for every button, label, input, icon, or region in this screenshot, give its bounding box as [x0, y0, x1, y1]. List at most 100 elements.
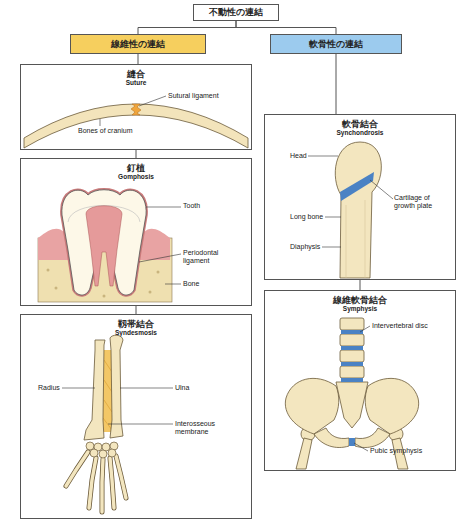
tree-connector [360, 280, 361, 290]
leader-line [165, 284, 181, 285]
carpal-bone [99, 450, 107, 458]
callout-label: Sutural ligament [168, 92, 238, 100]
periodontal-ligament [62, 190, 146, 295]
leader-line [354, 443, 368, 451]
finger-bone-outline [102, 459, 103, 512]
category-box: 線維性の連結 [70, 34, 206, 54]
node-heading: 靱帯結合 [21, 319, 251, 329]
node-heading: 釘植 [21, 163, 251, 173]
finger-bone-outline [66, 452, 88, 486]
tree-connector [236, 21, 336, 34]
node-heading: 縫合 [21, 69, 251, 79]
bone-cortex-line [346, 205, 347, 278]
pubic-symphysis-disc [349, 438, 355, 446]
leader-line [146, 207, 181, 208]
callout-label: Radius [38, 384, 68, 392]
category-box: 不動性の連結 [193, 4, 279, 21]
node-heading: 軟骨結合 [265, 119, 455, 129]
ilium [365, 378, 418, 434]
node-heading: 線維軟骨結合 [265, 295, 455, 305]
node-heading: 不動性の連結 [209, 6, 263, 19]
tree-connector [336, 54, 337, 114]
leader-line [308, 156, 338, 157]
carpal-bone [90, 449, 98, 457]
tooth [62, 190, 146, 295]
node-heading: 軟骨性の連結 [309, 38, 363, 51]
leader-line [108, 424, 173, 425]
bone-cortex-line [365, 200, 366, 278]
carpal-bone [86, 442, 94, 450]
finger-bone [102, 459, 103, 512]
callout-label: Interosseous membrane [175, 420, 233, 436]
node-subheading: Suture [21, 79, 251, 87]
leader-line [100, 119, 101, 126]
bone-dot [47, 269, 50, 272]
leader-line [139, 254, 181, 262]
tree-connector [138, 21, 236, 34]
leader-line [360, 326, 370, 332]
vertebra [340, 334, 364, 346]
intervertebral-disc [341, 330, 363, 334]
leader-line [370, 180, 393, 199]
finger-bone-outline [116, 456, 126, 498]
femur-shaft [296, 438, 312, 469]
node-subheading: Syndesmosis [21, 329, 251, 337]
callout-label: Periodontal ligament [183, 249, 235, 265]
callout-label: Diaphysis [290, 243, 330, 251]
bone-dot [157, 271, 160, 274]
callout-label: Head [290, 152, 320, 160]
callout-label: Ulna [175, 384, 205, 392]
callout-label: Cartilage of growth plate [394, 194, 450, 210]
intervertebral-disc [341, 362, 363, 366]
tree-connector [136, 150, 137, 158]
pubic-bone [355, 428, 390, 448]
callout-label: Intervertebral disc [372, 322, 452, 330]
cranium-bone [24, 104, 248, 148]
finger-bone [110, 458, 114, 508]
radius-bone [84, 340, 105, 440]
leader-line [322, 247, 341, 248]
vertebra [340, 318, 364, 330]
pubic-bone [314, 428, 349, 448]
node-heading: 線維性の連結 [111, 38, 165, 51]
leader-line [120, 388, 173, 389]
bone-dot [55, 287, 58, 290]
growth-plate [340, 172, 374, 201]
leader-line [62, 388, 95, 389]
leader-line [325, 217, 341, 218]
vertebra [340, 350, 364, 362]
finger-bone [66, 452, 88, 486]
tooth-pulp [86, 206, 122, 286]
ilium [285, 378, 338, 434]
node-subheading: Symphysis [265, 305, 455, 313]
sacrum [336, 382, 368, 428]
callout-label: Bones of cranium [78, 127, 148, 135]
finger-bone-outline [110, 458, 114, 508]
membrane-fiber [104, 380, 112, 392]
leader-line [139, 96, 166, 106]
callout-label: Tooth [183, 202, 243, 210]
bone-dot [103, 295, 106, 298]
membrane-fiber [104, 400, 112, 412]
ulna-bone [110, 335, 123, 438]
callout-label: Bone [183, 280, 223, 288]
callout-label: Long bone [290, 213, 330, 221]
category-box: 軟骨性の連結 [270, 34, 402, 54]
intervertebral-disc [341, 346, 363, 350]
finger-bone [89, 458, 96, 508]
intervertebral-disc [341, 378, 363, 382]
node-subheading: Gomphosis [21, 173, 251, 181]
node-subheading: Synchondrosis [265, 129, 455, 137]
long-bone [335, 142, 381, 278]
tree-connector [138, 54, 139, 64]
callout-label: Pubic symphysis [370, 447, 450, 455]
finger-bone-outline [89, 458, 96, 508]
vertebra [340, 366, 364, 378]
bone-dot [149, 291, 152, 294]
tree-connector [136, 306, 137, 314]
joint-panel: 靱帯結合Syndesmosis [20, 314, 252, 519]
finger-bone [116, 456, 126, 498]
